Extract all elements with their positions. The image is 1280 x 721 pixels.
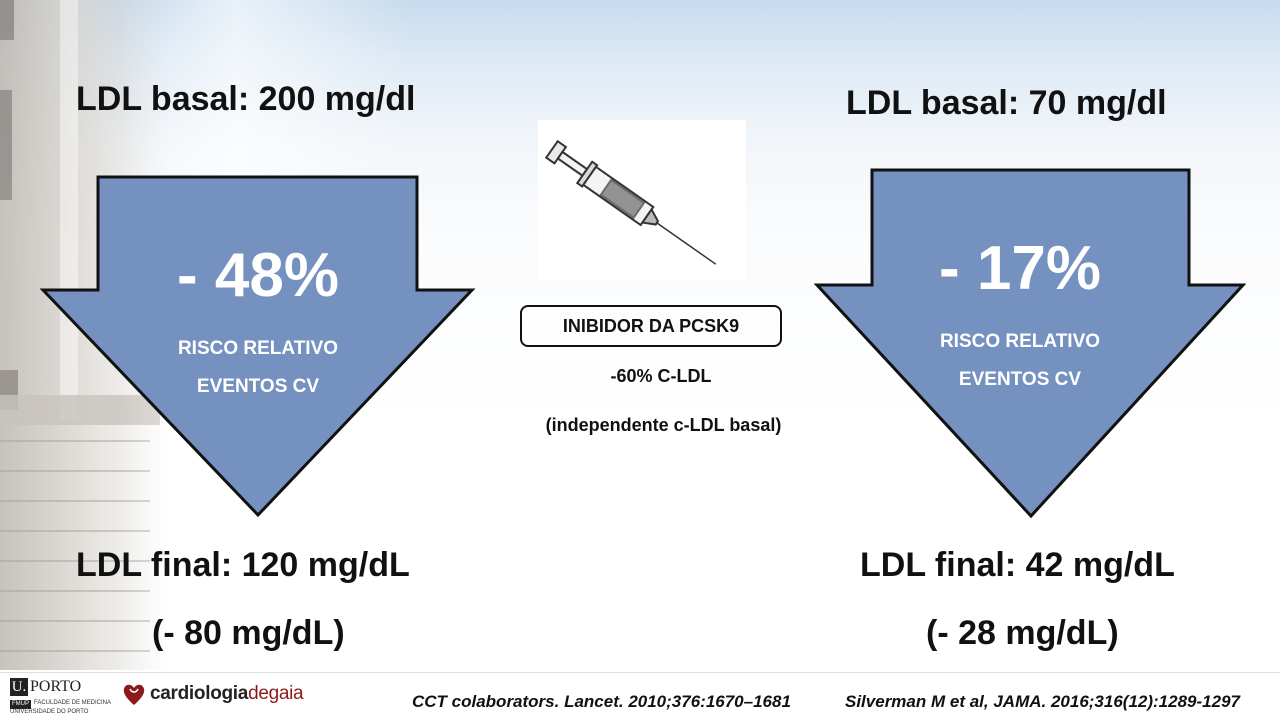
right-basal-ldl: LDL basal: 70 mg/dl [846, 84, 1167, 122]
right-risk-label: RISCO RELATIVO EVENTOS CV [860, 323, 1180, 399]
left-risk-line2: EVENTOS CV [196, 376, 320, 397]
left-ldl-delta: (- 80 mg/dL) [152, 614, 345, 652]
drug-label: INIBIDOR DA PCSK9 [562, 315, 740, 336]
gaia-text-accent: degaia [248, 683, 304, 704]
left-basal-ldl: LDL basal: 200 mg/dl [76, 80, 416, 118]
left-final-ldl: LDL final: 120 mg/dL [76, 546, 410, 584]
heart-logo-icon [123, 684, 145, 705]
right-risk-line1: RISCO RELATIVO [939, 331, 1101, 352]
footer-bar [0, 672, 1280, 721]
left-risk-line1: RISCO RELATIVO [177, 338, 339, 359]
independence-note: (independente c-LDL basal) [545, 415, 782, 435]
cardiologia-gaia-logo: cardiologiadegaia [122, 680, 304, 708]
right-final-ldl: LDL final: 42 mg/dL [860, 546, 1175, 584]
uporto-name: PORTO [30, 678, 82, 695]
drug-label-box: INIBIDOR DA PCSK9 [520, 305, 782, 347]
fmup-subtitle: FACULDADE DE MEDICINA UNIVERSIDADE DO PO… [10, 700, 111, 715]
left-risk-reduction-pct: - 48% [177, 241, 339, 310]
uporto-u-mark: U. [10, 678, 28, 696]
fmup-mark: FMUP [10, 700, 31, 709]
right-risk-line2: EVENTOS CV [958, 369, 1082, 390]
gaia-text-main: cardiologia [150, 683, 249, 704]
right-ldl-delta: (- 28 mg/dL) [926, 614, 1119, 652]
left-down-arrow [40, 175, 476, 518]
reference-silverman: Silverman M et al, JAMA. 2016;316(12):12… [845, 692, 1240, 711]
syringe-icon [538, 120, 746, 280]
right-risk-reduction-pct: - 17% [939, 234, 1101, 303]
reference-cct: CCT colaborators. Lancet. 2010;376:1670–… [412, 692, 791, 711]
ldl-reduction-label: -60% C-LDL [610, 366, 712, 386]
right-down-arrow [814, 168, 1246, 519]
left-risk-label: RISCO RELATIVO EVENTOS CV [98, 330, 418, 406]
